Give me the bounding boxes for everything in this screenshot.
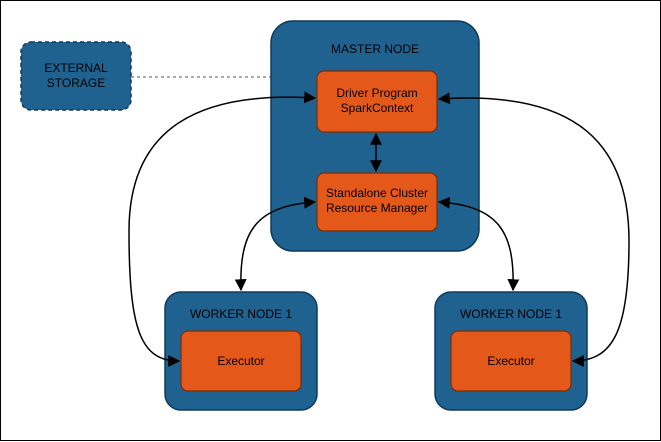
worker-node-left-label: WORKER NODE 1	[190, 307, 292, 321]
cluster-manager-label-line1: Standalone Cluster	[326, 186, 428, 200]
worker-node-right-label: WORKER NODE 1	[460, 307, 562, 321]
external-storage-label-line1: EXTERNAL	[44, 61, 108, 75]
master-node-label: MASTER NODE	[331, 42, 419, 56]
driver-left-executor-arrow	[128, 91, 317, 367]
driver-program-label-line2: SparkContext	[341, 101, 414, 115]
external-storage-label-line2: STORAGE	[47, 76, 105, 90]
cluster-manager-box[interactable]	[316, 172, 438, 232]
external-storage-box[interactable]	[20, 41, 132, 111]
driver-program-box[interactable]	[316, 70, 438, 133]
executor-left-label: Executor	[217, 354, 264, 368]
cluster-manager-label-line2: Resource Manager	[326, 201, 428, 215]
driver-program-label-line1: Driver Program	[336, 86, 417, 100]
executor-right-label: Executor	[487, 354, 534, 368]
driver-right-executor-arrow	[437, 92, 630, 367]
